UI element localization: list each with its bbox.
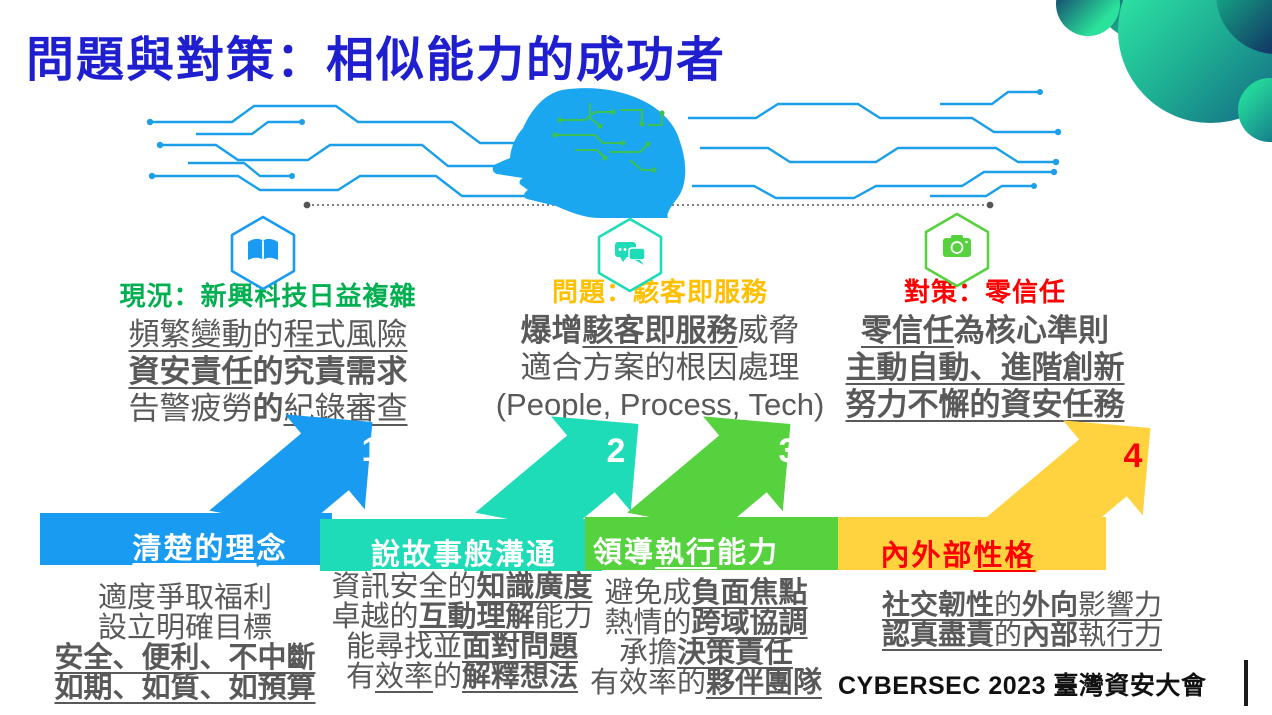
step3-details: 避免成負面焦點 熱情的跨域協調 承擔決策責任 有效率的夥伴團隊 [546, 578, 866, 698]
text-line: 能尋找並面對問題 [345, 631, 579, 663]
section-status-lines: 頻繁變動的程式風險 資安責任的究責需求 告警疲勞的紀錄審查 [78, 316, 458, 427]
text-line: 有效率的解釋想法 [345, 661, 579, 693]
text-line: 零信任為核心準則 [861, 313, 1109, 348]
head-silhouette [492, 88, 686, 218]
text-line: 努力不懈的資安任務 [845, 387, 1125, 422]
section-problem-heading: 問題：駭客即服務 [551, 277, 768, 307]
section-solution-heading: 對策：零信任 [903, 277, 1066, 307]
book-icon [230, 215, 296, 291]
text-line: 認真盡責的內部執行力 [881, 619, 1163, 650]
text-line: 安全、便利、不中斷 [54, 642, 316, 674]
text-line: 告警疲勞的紀錄審查 [128, 391, 408, 426]
brain-circuit-nodes [552, 109, 665, 173]
text-line: 卓越的互動理解能力 [331, 601, 593, 633]
step4-details: 社交韌性的外向影響力 認真盡責的內部執行力 [842, 590, 1202, 650]
footer-divider [1244, 660, 1248, 706]
section-solution: 對策：零信任 零信任為核心準則 主動自動、進階創新 努力不懈的資安任務 [795, 272, 1175, 423]
decor-circle [1056, 0, 1120, 36]
text-line: (People, Process, Tech) [495, 387, 825, 422]
text-line: 適合方案的根因處理 [520, 350, 800, 385]
step2-number: 2 [606, 432, 626, 470]
text-line: 適度爭取福利 [97, 582, 272, 614]
text-line: 有效率的夥伴團隊 [589, 667, 823, 699]
circuit-lines-left [150, 104, 552, 198]
section-problem: 問題：駭客即服務 爆增駭客即服務威脅 適合方案的根因處理 (People, Pr… [470, 272, 850, 423]
section-solution-lines: 零信任為核心準則 主動自動、進階創新 努力不懈的資安任務 [795, 312, 1175, 423]
page-title: 問題與對策：相似能力的成功者 [26, 34, 727, 87]
step3-number: 3 [778, 432, 798, 470]
text-line: 資訊安全的知識廣度 [331, 571, 593, 603]
step4-number: 4 [1123, 437, 1143, 475]
step1-label: 清楚的理念 [132, 533, 288, 565]
text-line: 熱情的跨域協調 [604, 607, 808, 639]
text-line: 如期、如質、如預算 [54, 672, 316, 704]
circuit-lines-right [688, 90, 1058, 200]
text-line: 設立明確目標 [97, 612, 272, 644]
text-line: 資安責任的究責需求 [128, 354, 408, 389]
footer-brand: CYBERSEC 2023 臺灣資安大會 [838, 672, 1207, 700]
step4-label: 內外部性格 [880, 540, 1036, 572]
step2-details: 資訊安全的知識廣度 卓越的互動理解能力 能尋找並面對問題 有效率的解釋想法 [302, 572, 622, 692]
text-line: 頻繁變動的程式風險 [128, 317, 408, 352]
section-problem-lines: 爆增駭客即服務威脅 適合方案的根因處理 (People, Process, Te… [470, 312, 850, 423]
step2-label: 說故事般溝通 [370, 539, 558, 571]
circuit-nodes-left [146, 118, 305, 180]
step1-details: 適度爭取福利 設立明確目標 安全、便利、不中斷 如期、如質、如預算 [25, 583, 345, 703]
camera-icon [924, 212, 990, 288]
text-line: 主動自動、進階創新 [845, 350, 1125, 385]
circuit-nodes-right [1031, 89, 1062, 189]
step3-label: 領導執行能力 [592, 537, 780, 569]
brain-circuit-graphic [146, 88, 1062, 218]
text-line: 避免成負面焦點 [604, 577, 808, 609]
brain-circuits [555, 103, 663, 171]
chat-icon [597, 217, 663, 293]
text-line: 爆增駭客即服務威脅 [520, 313, 800, 348]
text-line: 社交韌性的外向影響力 [881, 589, 1163, 620]
section-status: 現況：新興科技日益複雜 頻繁變動的程式風險 資安責任的究責需求 告警疲勞的紀錄審… [78, 276, 458, 427]
step1-number: 1 [361, 431, 381, 469]
text-line: 承擔決策責任 [618, 637, 794, 669]
